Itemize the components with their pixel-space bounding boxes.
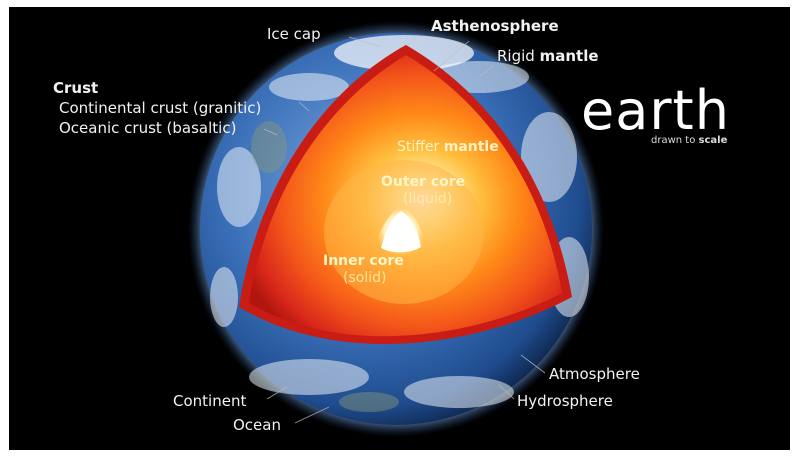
label-hydrosphere: Hydrosphere bbox=[517, 392, 613, 410]
label-ice-cap: Ice cap bbox=[267, 25, 321, 43]
label-rigid-mantle: Rigid mantle bbox=[497, 49, 599, 64]
label-rigid-mantle-prefix: Rigid bbox=[497, 47, 535, 65]
label-inner-core-state: (solid) bbox=[343, 270, 387, 286]
label-asthenosphere: Asthenosphere bbox=[431, 17, 559, 35]
title-earth: earth bbox=[581, 79, 730, 142]
label-stiffer-mantle-prefix: Stiffer bbox=[397, 139, 440, 155]
label-inner-core: Inner core bbox=[323, 253, 404, 269]
subtitle-drawn-to-scale: drawn to scale bbox=[651, 135, 727, 146]
label-atmosphere: Atmosphere bbox=[549, 365, 640, 383]
label-outer-core-state: (liquid) bbox=[403, 191, 453, 207]
label-oceanic-crust: Oceanic crust (basaltic) bbox=[59, 119, 237, 137]
label-stiffer-mantle: Stiffer mantle bbox=[397, 140, 499, 154]
subtitle-prefix: drawn to bbox=[651, 135, 696, 146]
label-outer-core: Outer core bbox=[381, 174, 466, 190]
label-continental-crust: Continental crust (granitic) bbox=[59, 99, 262, 117]
label-stiffer-mantle-emph: mantle bbox=[443, 139, 499, 155]
diagram-canvas: Ice cap Asthenosphere Rigid mantle Crust… bbox=[9, 7, 790, 450]
subtitle-emph: scale bbox=[698, 135, 728, 146]
label-rigid-mantle-emph: mantle bbox=[539, 47, 599, 65]
label-crust: Crust bbox=[53, 79, 99, 97]
earth-cutaway-illustration bbox=[188, 21, 604, 437]
label-ocean: Ocean bbox=[233, 416, 281, 434]
label-continent: Continent bbox=[173, 392, 247, 410]
